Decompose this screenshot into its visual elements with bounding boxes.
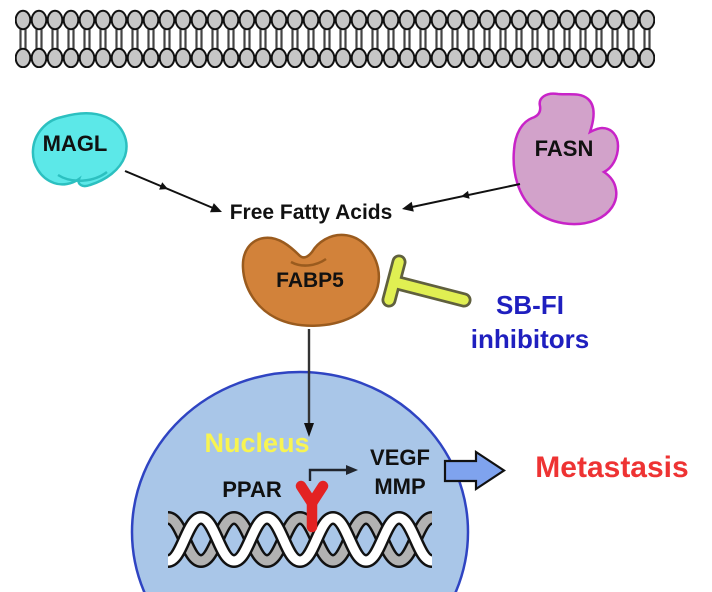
magl-blob (31, 112, 128, 188)
ppar-label: PPAR (222, 477, 282, 502)
fasn-blob (512, 92, 620, 226)
sbfi-label-line2: inhibitors (470, 324, 590, 354)
fabp5-label: FABP5 (276, 269, 344, 292)
fabp5-to-nucleus-arrow (304, 329, 314, 437)
metastasis-label: Metastasis (535, 451, 689, 484)
free-fatty-acids-label: Free Fatty Acids (229, 201, 393, 224)
nucleus-label: Nucleus (204, 428, 310, 458)
magl-label: MAGL (42, 131, 108, 156)
fasn-label: FASN (534, 136, 594, 161)
transcription-arrow (308, 465, 358, 481)
fasn-to-ffa-arrow (402, 183, 521, 212)
mmp-label: MMP (374, 474, 426, 499)
metastasis-arrow (443, 449, 506, 492)
cell-membrane-icon (15, 8, 655, 68)
magl-to-ffa-arrow (124, 170, 222, 213)
sbfi-label-line1: SB-FI (496, 290, 564, 320)
vegf-label: VEGF (370, 445, 430, 470)
fabp5-blob (241, 233, 381, 327)
dna-helix-icon (165, 510, 435, 569)
ppar-receptor-icon (295, 480, 329, 533)
inhibitor-tbar-icon (381, 254, 472, 308)
